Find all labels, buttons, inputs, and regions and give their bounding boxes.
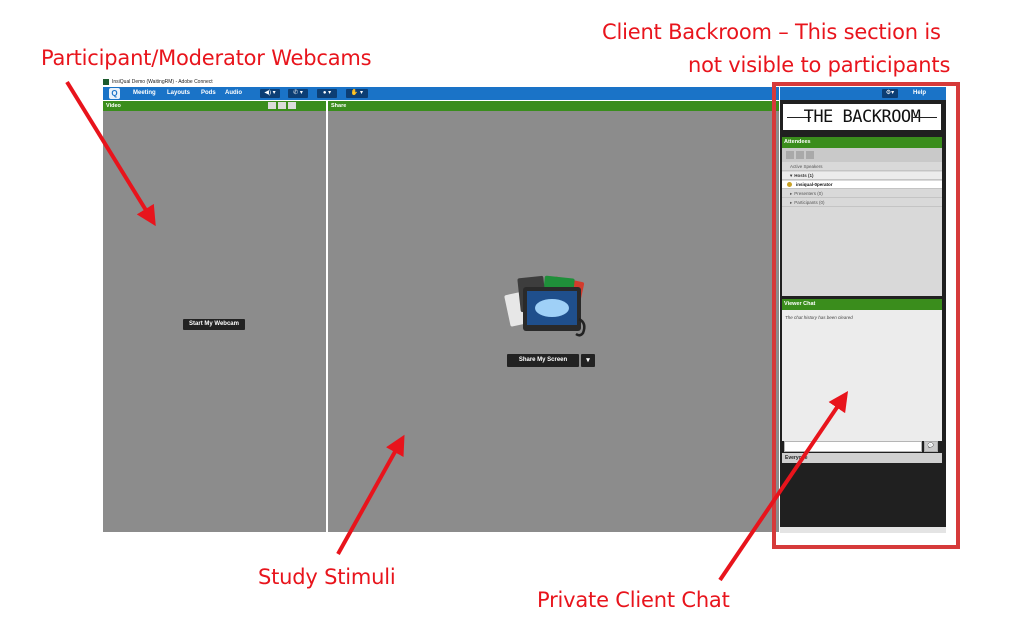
start-webcam-button[interactable]: Start My Webcam xyxy=(183,319,245,330)
menu-layouts[interactable]: Layouts xyxy=(167,90,191,96)
share-pod: Share Share My Screen ▾ xyxy=(328,101,779,532)
screen-share-icon xyxy=(504,275,586,337)
attendee-host-row[interactable]: insiqual-0perator xyxy=(782,181,942,189)
annotation-webcams: Participant/Moderator Webcams xyxy=(41,46,372,70)
window-title: InsiQual Demo (WaitingRM) - Adobe Connec… xyxy=(112,79,213,85)
attendees-toolbar xyxy=(782,148,942,162)
share-dropdown-chevron-down-icon[interactable]: ▾ xyxy=(581,354,595,367)
active-speakers-label: Active Speakers xyxy=(790,164,823,169)
backroom-bottom-bar xyxy=(780,527,946,533)
collapsed-triangle-icon: ▸ xyxy=(790,191,793,196)
annotation-backroom-line2: not visible to participants xyxy=(688,53,951,77)
menu-pods[interactable]: Pods xyxy=(201,90,216,96)
video-pod-header: Video xyxy=(103,101,326,111)
backroom-topbar: ⚙▾ Help xyxy=(780,87,946,100)
phone-icon[interactable]: ✆ ▾ xyxy=(288,89,308,98)
chat-history-message: The chat history has been cleared xyxy=(785,315,853,320)
attendee-group-hosts[interactable]: ▾Hosts (1) xyxy=(782,172,942,180)
share-pod-title: Share xyxy=(331,103,347,109)
host-user-icon xyxy=(787,182,792,187)
presenters-label: Presenters (0) xyxy=(794,191,823,196)
chat-message-input[interactable] xyxy=(784,441,922,452)
adobe-connect-logo-icon: Q xyxy=(109,88,120,99)
list-view-icon[interactable] xyxy=(786,151,794,159)
hosts-label: Hosts (1) xyxy=(794,173,814,178)
menu-meeting[interactable]: Meeting xyxy=(133,90,156,96)
share-my-screen-button[interactable]: Share My Screen xyxy=(507,354,579,367)
webcam-icon[interactable]: ● ▾ xyxy=(317,89,337,98)
chat-recipient-selector[interactable]: Everyone xyxy=(782,453,942,463)
banner-rule-left xyxy=(787,117,811,118)
filmstrip-view-icon[interactable] xyxy=(278,102,286,109)
fullscreen-icon[interactable] xyxy=(288,102,296,109)
attendees-pod-header: Attendees xyxy=(782,137,942,148)
help-link[interactable]: Help xyxy=(912,90,926,96)
backroom-banner-title: THE BACKROOM xyxy=(803,107,921,127)
attendees-pod: Active Speakers ▾Hosts (1) insiqual-0per… xyxy=(782,148,942,296)
backroom-highlight-frame xyxy=(772,82,960,549)
annotation-private-client-chat: Private Client Chat xyxy=(537,588,730,612)
video-layout-controls[interactable] xyxy=(266,102,296,110)
expanded-triangle-icon: ▾ xyxy=(790,173,793,178)
expand-icon[interactable] xyxy=(796,151,804,159)
arrow-to-webcams xyxy=(65,80,156,227)
send-message-icon[interactable]: 💬 xyxy=(924,441,938,452)
collapsed-triangle-icon: ▸ xyxy=(790,200,793,205)
window-titlebar: InsiQual Demo (WaitingRM) - Adobe Connec… xyxy=(103,77,763,87)
video-pod-title: Video xyxy=(106,103,121,109)
attendee-group-participants[interactable]: ▸Participants (0) xyxy=(782,199,942,207)
backroom-banner: THE BACKROOM xyxy=(783,104,941,130)
menu-audio[interactable]: Audio xyxy=(225,90,242,96)
client-backroom-panel: ⚙▾ Help THE BACKROOM Attendees Active Sp… xyxy=(780,87,946,533)
host-name: insiqual-0perator xyxy=(796,182,833,187)
app-icon xyxy=(103,78,109,85)
annotation-backroom-line1: Client Backroom – This section is xyxy=(602,20,941,44)
viewer-chat-header: Viewer Chat xyxy=(782,299,942,310)
participants-label: Participants (0) xyxy=(794,200,825,205)
banner-rule-right xyxy=(913,117,937,118)
menubar: Q Meeting Layouts Pods Audio ◀) ▾ ✆ ▾ ● … xyxy=(103,87,779,100)
arrow-to-private-chat xyxy=(718,391,849,582)
raise-hand-icon[interactable]: ✋ ▾ xyxy=(346,89,368,98)
grid-view-icon[interactable] xyxy=(268,102,276,109)
attendee-group-active-speakers: Active Speakers xyxy=(782,163,942,171)
annotation-study-stimuli: Study Stimuli xyxy=(258,565,396,589)
arrow-to-stimuli xyxy=(336,434,405,555)
video-pod: Video Start My Webcam xyxy=(103,101,326,532)
viewer-chat-history: The chat history has been cleared xyxy=(782,310,942,441)
share-pod-header: Share xyxy=(328,101,779,111)
sort-icon[interactable] xyxy=(806,151,814,159)
attendee-group-presenters[interactable]: ▸Presenters (0) xyxy=(782,190,942,198)
speaker-icon[interactable]: ◀) ▾ xyxy=(260,89,280,98)
options-gear-icon[interactable]: ⚙▾ xyxy=(882,89,898,98)
